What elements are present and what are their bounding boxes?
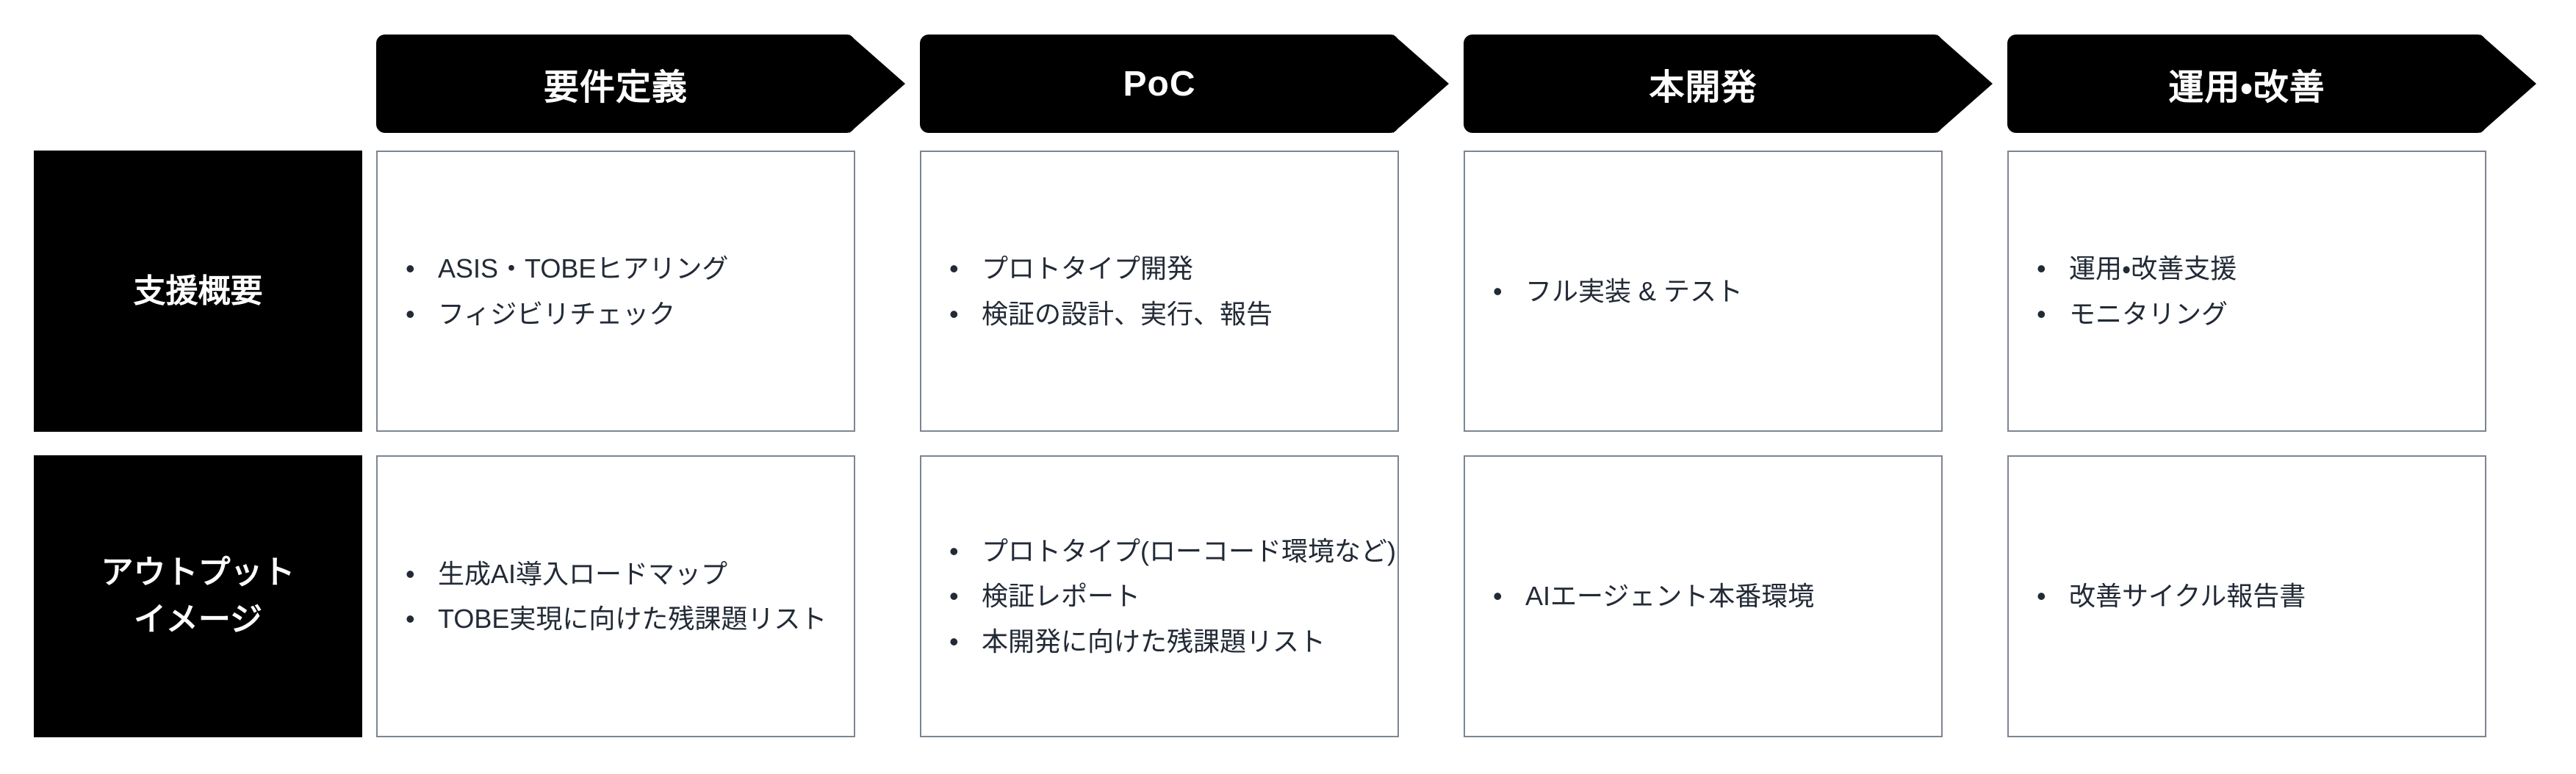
- bullet-item: プロトタイプ(ローコード環境など): [949, 529, 1396, 574]
- phase-label: 運用・改善: [2168, 68, 2325, 107]
- row-label-output-image: アウトプット イメージ: [34, 455, 362, 737]
- bullet-list: プロトタイプ開発 検証の設計、実行、報告: [921, 246, 1397, 336]
- phase-arrow-body: 本開発: [1464, 35, 1943, 133]
- bullet-list: 改善サイクル報告書: [2009, 574, 2485, 618]
- arrow-right-tip-icon: [849, 35, 905, 133]
- bullet-list: AIエージェント本番環境: [1465, 574, 1941, 618]
- cell-output-operation: 改善サイクル報告書: [2007, 455, 2486, 737]
- arrow-right-tip-icon: [1937, 35, 1993, 133]
- bullet-item: TOBE実現に向けた残課題リスト: [406, 596, 839, 641]
- bullet-item: 運用・改善支援: [2037, 246, 2470, 291]
- bullet-list: 運用・改善支援 モニタリング: [2009, 246, 2485, 336]
- bullet-item: 検証の設計、実行、報告: [949, 292, 1383, 336]
- bullet-list: プロトタイプ(ローコード環境など) 検証レポート 本開発に向けた残課題リスト: [921, 529, 1397, 664]
- row-label-text: アウトプット イメージ: [101, 554, 295, 637]
- cell-support-requirements: ASIS・TOBEヒアリング フィジビリチェック: [376, 151, 855, 432]
- bullet-list: フル実装 & テスト: [1465, 269, 1941, 314]
- bullet-item: 本開発に向けた残課題リスト: [949, 619, 1383, 664]
- phase-arrow-body: PoC: [920, 35, 1399, 133]
- bullet-item: プロトタイプ開発: [949, 246, 1383, 291]
- phase-arrow-body: 要件定義: [376, 35, 855, 133]
- phase-label: 要件定義: [543, 68, 688, 107]
- bullet-item: 検証レポート: [949, 574, 1383, 618]
- phase-label: 本開発: [1649, 68, 1757, 107]
- phase-arrow-poc: PoC: [920, 35, 1456, 133]
- phase-arrow-requirements: 要件定義: [376, 35, 913, 133]
- bullet-item: ASIS・TOBEヒアリング: [406, 246, 839, 291]
- bullet-item: フィジビリチェック: [406, 292, 839, 336]
- bullet-item: AIエージェント本番環境: [1493, 574, 1926, 618]
- bullet-item: モニタリング: [2037, 292, 2470, 336]
- cell-output-poc: プロトタイプ(ローコード環境など) 検証レポート 本開発に向けた残課題リスト: [920, 455, 1399, 737]
- bullet-item: 生成AI導入ロードマップ: [406, 551, 839, 596]
- cell-support-development: フル実装 & テスト: [1464, 151, 1943, 432]
- arrow-right-tip-icon: [1393, 35, 1449, 133]
- row-label-text: 支援概要: [133, 272, 263, 309]
- cell-support-poc: プロトタイプ開発 検証の設計、実行、報告: [920, 151, 1399, 432]
- phase-arrow-body: 運用・改善: [2007, 35, 2486, 133]
- bullet-item: 改善サイクル報告書: [2037, 574, 2470, 618]
- phase-arrow-development: 本開発: [1464, 35, 2000, 133]
- bullet-list: ASIS・TOBEヒアリング フィジビリチェック: [378, 246, 854, 336]
- phase-label: PoC: [1123, 64, 1196, 104]
- bullet-list: 生成AI導入ロードマップ TOBE実現に向けた残課題リスト: [378, 551, 854, 641]
- cell-output-development: AIエージェント本番環境: [1464, 455, 1943, 737]
- arrow-right-tip-icon: [2480, 35, 2536, 133]
- cell-support-operation: 運用・改善支援 モニタリング: [2007, 151, 2486, 432]
- bullet-item: フル実装 & テスト: [1493, 269, 1926, 314]
- cell-output-requirements: 生成AI導入ロードマップ TOBE実現に向けた残課題リスト: [376, 455, 855, 737]
- phase-arrow-operation: 運用・改善: [2007, 35, 2544, 133]
- row-label-support-overview: 支援概要: [34, 151, 362, 432]
